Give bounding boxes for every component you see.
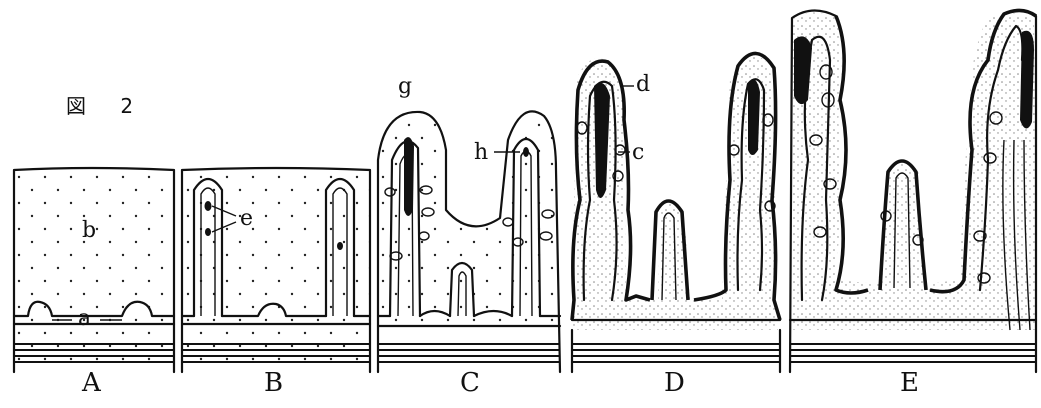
panel-label-c: C <box>460 368 480 398</box>
panel-c-base-lines <box>378 344 560 362</box>
panel-b-nucleus-2 <box>205 228 211 236</box>
label-c: c <box>632 140 644 165</box>
panel-d-dark-core-right <box>748 80 760 156</box>
figure-title: 図 2 <box>66 90 147 119</box>
panel-label-a: A <box>82 368 101 398</box>
panel-d-base-lines <box>572 344 780 362</box>
panel-a-mesenchyme <box>14 170 174 370</box>
panel-c <box>378 111 560 372</box>
panel-b-mesenchyme <box>182 170 370 370</box>
panel-e <box>790 10 1036 372</box>
panel-label-b: B <box>264 368 283 398</box>
panel-b-nucleus-3 <box>337 242 343 250</box>
panel-b <box>182 168 370 372</box>
panel-a <box>14 168 174 372</box>
panel-e-base-lines <box>790 344 1036 362</box>
panel-b-nucleus-1 <box>205 201 212 211</box>
panel-c-nucleus-h <box>523 147 529 157</box>
label-b: b <box>82 218 96 243</box>
panel-e-dark-core-right <box>1020 31 1034 129</box>
label-g: g <box>398 74 412 99</box>
label-e: e <box>240 206 253 231</box>
label-d: d <box>636 72 650 97</box>
label-a: a <box>78 306 91 331</box>
panel-label-e: E <box>900 368 919 398</box>
panel-d <box>572 53 780 372</box>
panel-label-d: D <box>664 368 685 398</box>
label-h: h <box>474 140 488 165</box>
panel-c-dark-core-left <box>404 137 414 216</box>
